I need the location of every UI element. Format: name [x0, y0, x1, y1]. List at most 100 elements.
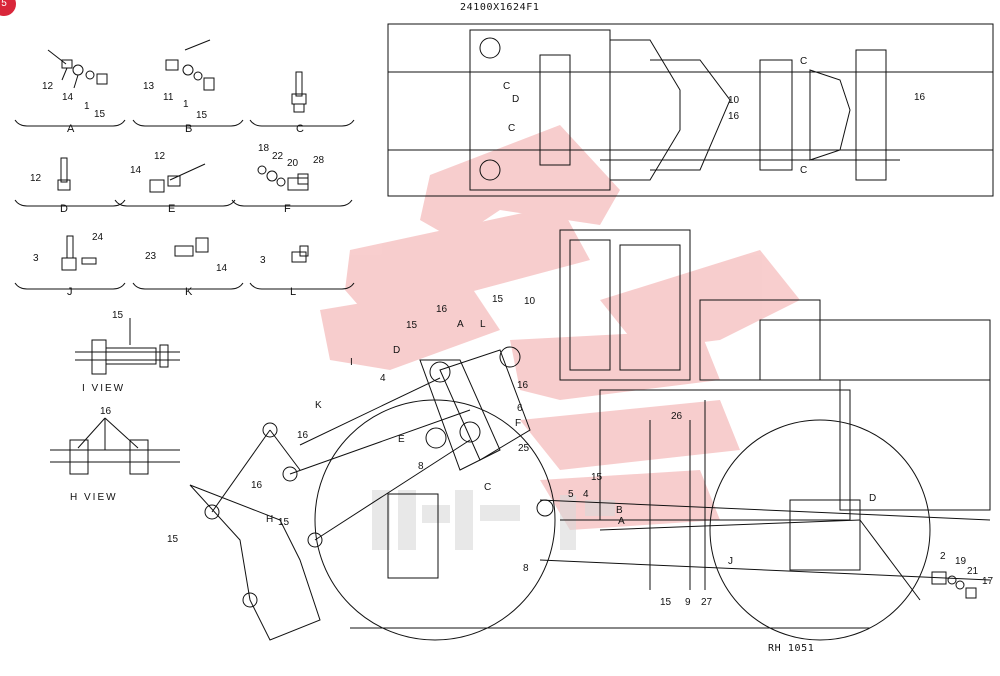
side-view-label: D: [393, 345, 401, 356]
detail-d-letter: D: [60, 203, 68, 215]
part-number: 23: [145, 251, 157, 262]
detail-b-grease-fitting: [165, 39, 215, 91]
detail-f-letter: F: [284, 203, 291, 215]
detail-j-letter: J: [67, 286, 73, 298]
top-view-label: 10: [728, 95, 740, 106]
detail-c-grease-fitting: [291, 71, 307, 113]
side-view-label: 6: [517, 403, 523, 414]
top-view-label: C: [508, 123, 516, 134]
side-view-label: 10: [524, 296, 536, 307]
side-view-label: L: [480, 319, 486, 330]
loader-chassis: [539, 389, 991, 581]
detail-b-letter: B: [185, 123, 193, 135]
part-number: 11: [163, 92, 174, 103]
part-number: 14: [216, 263, 228, 274]
side-view-label: D: [869, 493, 877, 504]
side-view-label: 8: [523, 563, 529, 574]
detail-c-letter: C: [296, 123, 304, 135]
lube-lines: [560, 400, 921, 601]
detail-j-grease-fitting: [61, 235, 97, 271]
detail-e-letter: E: [168, 203, 176, 215]
detail-panel-dividers: [14, 119, 355, 290]
top-view-label: C: [800, 56, 808, 67]
part-number: 12: [42, 81, 54, 92]
i-view-cylinder: [75, 318, 180, 375]
part-number: 28: [313, 155, 325, 166]
part-number: 24: [92, 232, 104, 243]
side-view-label: 16: [297, 430, 309, 441]
side-view-label: 21: [967, 566, 979, 577]
side-view-label: 25: [518, 443, 530, 454]
part-number: 3: [33, 253, 39, 264]
side-view-label: 9: [685, 597, 691, 608]
side-view-label: F: [515, 418, 522, 429]
side-view-label: I: [350, 357, 353, 368]
side-view-label: 26: [671, 411, 683, 422]
top-view-label: 16: [728, 111, 740, 122]
side-view-label: 2: [940, 551, 946, 562]
part-number: 15: [94, 109, 106, 120]
detail-e-grease-fitting: [149, 163, 206, 193]
loader-cab: [559, 229, 691, 381]
part-number: 20: [287, 158, 299, 169]
side-view-label: 16: [517, 380, 529, 391]
top-view-label: C: [503, 81, 511, 92]
h-view-pins: [50, 417, 180, 475]
detail-rear-fitting: [931, 571, 977, 599]
part-number: 1: [84, 101, 90, 112]
h-view-title: H VIEW: [70, 492, 118, 503]
side-view-label: 4: [380, 373, 386, 384]
side-view-label: J: [728, 556, 733, 567]
detail-l-letter: L: [290, 286, 297, 298]
top-view-label: C: [800, 165, 808, 176]
side-view-label: 16: [251, 480, 263, 491]
side-view-label: 15: [660, 597, 672, 608]
engine-hood: [699, 299, 991, 511]
side-view-label: 19: [955, 556, 967, 567]
part-number: 14: [130, 165, 142, 176]
side-view-label: 15: [167, 534, 179, 545]
crane-logo-watermark: [320, 125, 800, 530]
drawing-code: 24100X1624F1: [460, 2, 540, 13]
part-number: 18: [258, 143, 270, 154]
detail-l-grease-fitting: [291, 245, 309, 263]
side-view-label: E: [398, 434, 405, 445]
detail-a-grease-fitting: [47, 49, 108, 89]
part-number: 3: [260, 255, 266, 266]
side-view-label: 15: [406, 320, 418, 331]
h-view-part-label: 16: [100, 406, 112, 417]
part-number: 14: [62, 92, 74, 103]
top-view-label: D: [512, 94, 520, 105]
top-view-frame: [387, 23, 994, 197]
side-view-label: A: [618, 516, 625, 527]
bucket-and-linkage: [189, 346, 554, 641]
i-view-part-label: 15: [112, 310, 124, 321]
side-view-label: 17: [982, 576, 994, 587]
side-view-label: 5: [568, 489, 574, 500]
top-view-label: 16: [914, 92, 926, 103]
rear-wheel: [709, 419, 931, 641]
side-view-label: 15: [492, 294, 504, 305]
side-view-label: B: [616, 505, 623, 516]
part-number: 15: [196, 110, 208, 121]
side-view-label: A: [457, 319, 464, 330]
part-number: 12: [30, 173, 42, 184]
side-view-label: 15: [278, 517, 290, 528]
detail-d-grease-fitting: [57, 157, 71, 191]
side-view-label: 4: [583, 489, 589, 500]
part-number: 22: [272, 151, 284, 162]
i-view-title: I VIEW: [82, 383, 126, 394]
part-number: 13: [143, 81, 155, 92]
grey-watermark-text-shape: [372, 490, 615, 550]
side-view-label: 16: [436, 304, 448, 315]
footer-code: RH 1051: [768, 643, 815, 654]
side-view-label: 15: [591, 472, 603, 483]
side-view-label: 8: [418, 461, 424, 472]
side-view-label: H: [266, 514, 274, 525]
side-view-label: K: [315, 400, 322, 411]
detail-k-letter: K: [185, 286, 193, 298]
part-number: 1: [183, 99, 189, 110]
side-view-label: C: [484, 482, 492, 493]
